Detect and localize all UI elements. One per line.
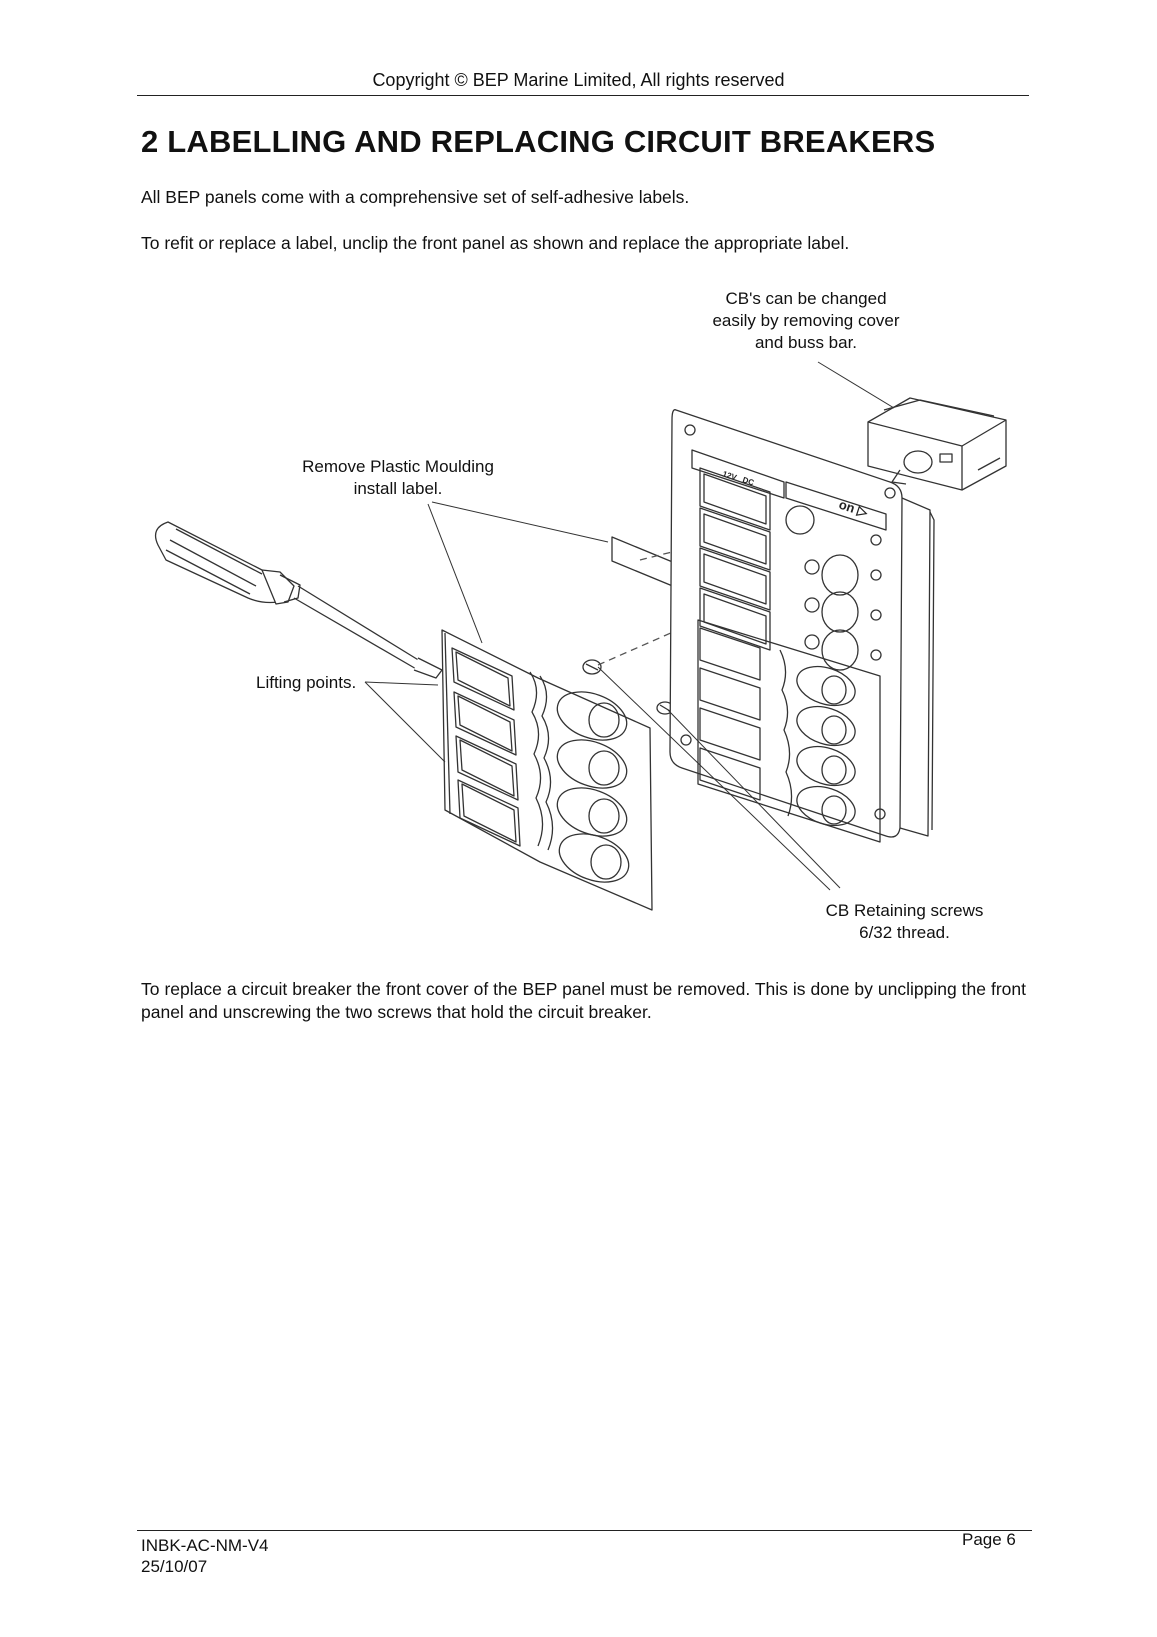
footer-document-info: INBK-AC-NM-V4 25/10/07 <box>141 1535 269 1577</box>
page-header-copyright: Copyright © BEP Marine Limited, All righ… <box>372 70 785 90</box>
callout-line: CB Retaining screws <box>825 901 984 920</box>
circuit-breaker-panel <box>669 409 935 843</box>
section-title: 2 LABELLING AND REPLACING CIRCUIT BREAKE… <box>141 124 936 159</box>
callout-remove-moulding: Remove Plastic Moulding install label. <box>288 456 508 500</box>
callout-line: 6/32 thread. <box>859 923 950 942</box>
panel-dc-marking: DC <box>741 475 755 487</box>
label-instructions-paragraph: To refit or replace a label, unclip the … <box>141 233 850 253</box>
callout-line: Remove Plastic Moulding <box>302 457 494 476</box>
loose-label-strip <box>611 536 676 588</box>
callout-line: CB's can be changed <box>725 289 887 308</box>
header-divider <box>137 95 1029 96</box>
callout-retaining-screws: CB Retaining screws 6/32 thread. <box>812 900 997 944</box>
panel-voltage-marking: 12V <box>721 469 738 482</box>
intro-paragraph: All BEP panels come with a comprehensive… <box>141 187 690 207</box>
callout-line: install label. <box>353 479 443 498</box>
front-moulding-cover <box>441 629 653 911</box>
breaker-replacement-paragraph: To replace a circuit breaker the front c… <box>141 979 1026 1022</box>
callout-line: easily by removing cover <box>712 311 900 330</box>
page-number: Page 6 <box>962 1530 1016 1549</box>
footer-divider <box>137 1530 1032 1531</box>
callout-cb-replace: CB's can be changed easily by removing c… <box>702 288 910 354</box>
document-code: INBK-AC-NM-V4 <box>141 1536 269 1555</box>
callout-lifting-points: Lifting points. <box>256 673 357 692</box>
document-date: 25/10/07 <box>141 1557 208 1576</box>
callout-line: and buss bar. <box>754 333 858 352</box>
screwdriver-icon <box>154 521 443 679</box>
circuit-breaker-unit <box>867 397 1007 491</box>
